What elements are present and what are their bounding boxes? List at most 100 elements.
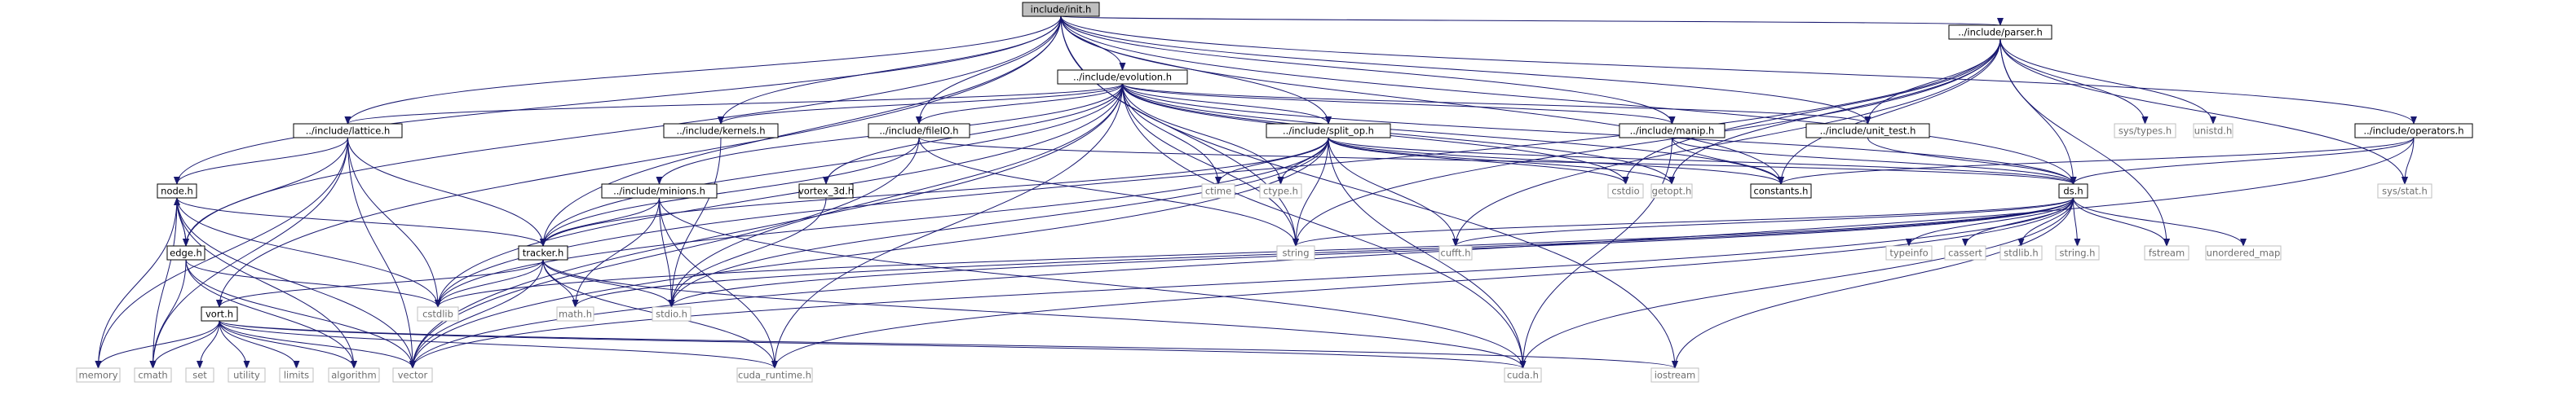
edge-ds-to-stdio [668,197,2074,308]
node-box-getopt [1650,183,1693,199]
edge-evolution-to-getopt [1122,83,1675,185]
node-fstream: fstream [2144,245,2189,261]
node-label-algorithm: algorithm [331,370,377,381]
node-cufft: cufft.h [1438,245,1473,261]
node-lattice[interactable]: ../include/lattice.h [293,123,403,138]
edge-ds-to-vector [409,197,2074,369]
node-edge[interactable]: edge.h [166,245,205,261]
node-box-minions[interactable] [601,183,718,199]
node-box-fileIO[interactable] [868,123,970,138]
node-box-cufft [1438,245,1473,261]
node-box-kernels[interactable] [663,123,779,138]
edge-vort-to-set [197,320,220,369]
edge-vort-to-cmath [149,320,220,369]
node-sys_stat: sys/stat.h [2377,183,2432,199]
edge-init-to-vort [216,15,1062,308]
node-stdlib: stdlib.h [1999,245,2043,261]
node-cstdlib: cstdlib [417,306,459,322]
node-box-utility [228,367,266,383]
edge-minions-to-math [572,197,660,308]
node-box-unit_test[interactable] [1805,123,1930,138]
edge-parser-to-sys_stat [1999,38,2408,185]
edge-tracker-to-stdio [542,259,675,308]
edge-parser-to-cstdlib [435,38,2001,308]
node-box-edge[interactable] [166,245,205,261]
edge-lattice-to-node [174,137,348,185]
node-label-ds: ds.h [2063,186,2083,197]
node-box-cassert [1944,245,1986,261]
node-box-lattice[interactable] [293,123,403,138]
edge-init-to-constants [1060,15,1784,185]
edge-node-to-tracker [176,197,546,247]
node-vortex_3d[interactable]: vortex_3d.h [798,183,854,199]
node-label-unit_test: ../include/unit_test.h [1820,125,1916,137]
node-box-split_op[interactable] [1266,123,1391,138]
node-box-tracker[interactable] [518,245,568,261]
edge-minions-to-stdio [659,197,675,308]
edge-init-to-evolution [1060,15,1126,71]
node-kernels[interactable]: ../include/kernels.h [663,123,779,138]
edge-ds-to-cstdlib [435,197,2074,308]
node-box-memory [76,367,121,383]
node-manip[interactable]: ../include/manip.h [1619,123,1725,138]
node-box-evolution[interactable] [1057,69,1188,85]
edge-vort-to-utility [219,320,250,369]
node-stdio: stdio.h [652,306,691,322]
node-box-iostream [1650,367,1699,383]
node-label-set: set [192,370,207,381]
edge-ds-to-string [1292,197,2074,247]
node-box-node[interactable] [157,183,197,199]
node-label-unistd: unistd.h [2194,125,2233,137]
node-node[interactable]: node.h [157,183,197,199]
edge-vortex_3d-to-stdio [668,197,827,308]
edge-edge-to-vector [185,259,416,369]
node-init[interactable]: include/init.h [1022,2,1100,17]
node-box-ds[interactable] [2058,183,2088,199]
node-parser[interactable]: ../include/parser.h [1948,24,2052,40]
node-vort[interactable]: vort.h [201,306,238,322]
node-constants[interactable]: constants.h [1750,183,1812,199]
node-tracker[interactable]: tracker.h [518,245,568,261]
edge-node-to-cstdlib [176,197,441,308]
node-box-parser[interactable] [1948,24,2052,40]
edge-manip-to-constants [1672,137,1784,185]
node-label-limits: limits [284,370,309,381]
node-evolution[interactable]: ../include/evolution.h [1057,69,1188,85]
node-unit_test[interactable]: ../include/unit_test.h [1805,123,1930,138]
edge-split_op-to-tracker [540,137,1329,247]
node-box-vort[interactable] [201,306,238,322]
edge-evolution-to-ctype [1122,83,1284,185]
node-label-cstdio: cstdio [1611,186,1639,197]
node-fileIO[interactable]: ../include/fileIO.h [868,123,970,138]
node-label-stdio: stdio.h [656,309,687,320]
node-unistd: unistd.h [2193,123,2234,138]
edge-evolution-to-cuda_runtime [771,83,1123,369]
node-box-constants[interactable] [1750,183,1812,199]
node-cmath: cmath [134,367,172,383]
node-label-lattice: ../include/lattice.h [306,125,391,137]
node-box-operators[interactable] [2354,123,2473,138]
node-operators[interactable]: ../include/operators.h [2354,123,2473,138]
node-box-init[interactable] [1022,2,1100,17]
edge-init-to-string [1060,15,1299,247]
node-split_op[interactable]: ../include/split_op.h [1266,123,1391,138]
node-typeinfo: typeinfo [1885,245,1933,261]
edge-ds-to-fstream [2073,197,2170,247]
node-sys_types: sys/types.h [2114,123,2176,138]
edge-init-to-unit_test [1060,15,1871,125]
node-label-node: node.h [161,186,193,197]
node-label-cassert: cassert [1948,248,1982,259]
edge-ds-to-unordered_map [2073,197,2247,247]
node-box-manip[interactable] [1619,123,1725,138]
edge-manip-to-cuda [1519,137,1672,369]
node-minions[interactable]: ../include/minions.h [601,183,718,199]
edge-split_op-to-ds [1328,137,2077,185]
edge-operators-to-vector [409,137,2415,369]
edge-evolution-to-ds [1122,83,2077,185]
edge-manip-to-ds [1672,137,2077,185]
node-ds[interactable]: ds.h [2058,183,2088,199]
node-label-vort: vort.h [205,309,233,320]
node-box-vortex_3d[interactable] [798,183,854,199]
node-box-string [1276,245,1315,261]
edge-lattice-to-cmath [149,137,348,369]
